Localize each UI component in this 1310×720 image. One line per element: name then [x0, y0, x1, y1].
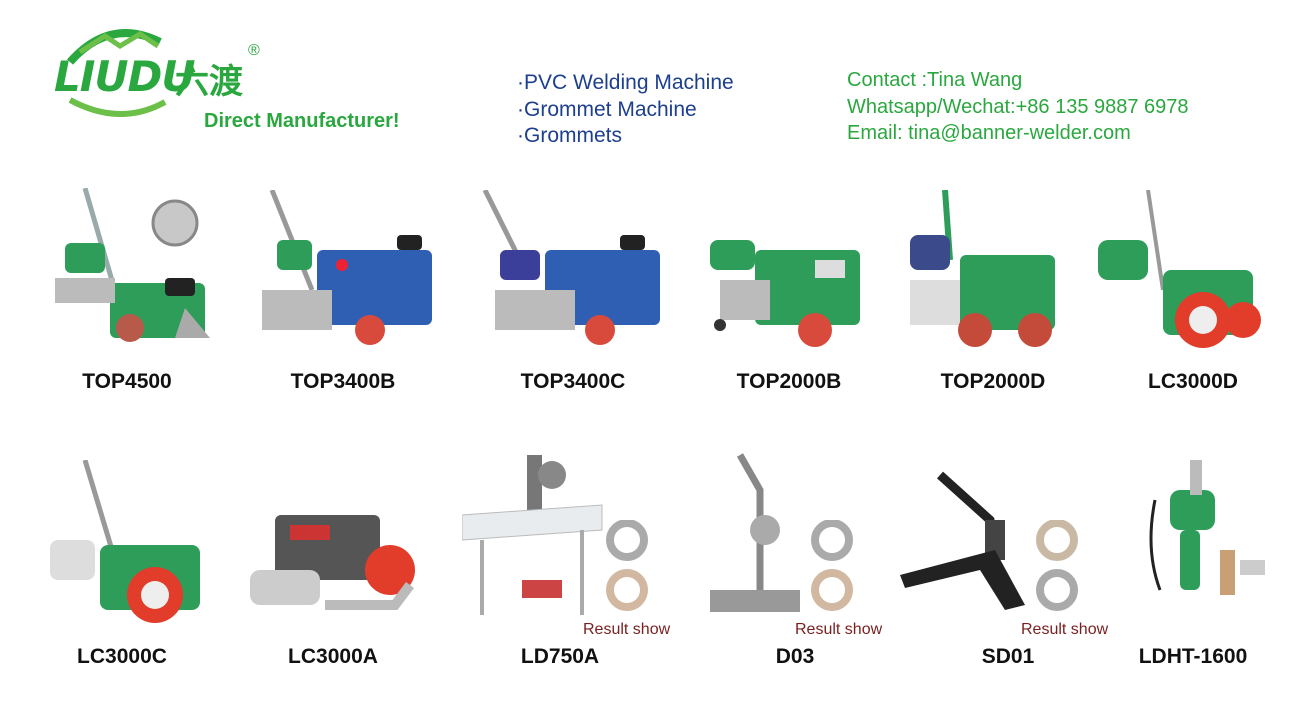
product-label-d03: D03: [775, 645, 815, 668]
top2000b-machine-image: [710, 240, 860, 347]
product-label-top3400c: TOP3400C: [520, 370, 626, 393]
grommets-image: [1036, 520, 1078, 611]
tagline: Direct Manufacturer!: [204, 110, 400, 132]
top2000d-machine-image: [910, 190, 1055, 347]
ldht-1600-gun-image: [1149, 460, 1265, 595]
grommets-image: [606, 520, 648, 611]
logo-arc-icon: [67, 29, 167, 117]
contact-name: Contact :Tina Wang: [847, 69, 1023, 91]
result-show-label: Result show: [1021, 621, 1109, 638]
lc3000c-machine-image: [50, 460, 200, 623]
top3400b-machine-image: [262, 190, 432, 345]
service-item: ·Grommet Machine: [517, 97, 697, 121]
logo-text: LIUDU: [54, 52, 195, 101]
logo-cn-text: 六渡: [175, 62, 243, 102]
brand-logo: LIUDU 六渡 ®: [40, 22, 300, 117]
result-show-label: Result show: [795, 621, 883, 638]
contact-block: Contact :Tina Wang Whatsapp/Wechat:+86 1…: [847, 67, 1189, 147]
product-label-ld750a: LD750A: [520, 645, 600, 668]
contact-email[interactable]: Email: tina@banner-welder.com: [847, 122, 1131, 144]
product-label-lc3000a: LC3000A: [288, 645, 378, 668]
sd01-machine-image: [900, 471, 1025, 610]
services-list: ·PVC Welding Machine ·Grommet Machine ·G…: [517, 70, 734, 150]
product-label-top2000b: TOP2000B: [736, 370, 842, 393]
lc3000a-machine-image: [250, 515, 415, 610]
top3400c-machine-image: [482, 190, 660, 345]
product-label-top2000d: TOP2000D: [940, 370, 1046, 393]
d03-machine-image: [710, 453, 800, 612]
grommets-image: [811, 520, 853, 611]
product-label-top4500: TOP4500: [82, 370, 172, 393]
product-label-lc3000c: LC3000C: [77, 645, 167, 668]
product-label-lc3000d: LC3000D: [1148, 370, 1238, 393]
registered-mark: ®: [248, 42, 260, 59]
ld750a-machine-image: [462, 455, 603, 615]
result-show-label: Result show: [583, 621, 671, 638]
lc3000d-machine-image: [1098, 190, 1261, 348]
contact-phone: Whatsapp/Wechat:+86 135 9887 6978: [847, 95, 1189, 118]
service-item: ·Grommets: [517, 124, 622, 147]
service-item: ·PVC Welding Machine: [517, 71, 734, 94]
product-label-sd01: SD01: [981, 645, 1035, 668]
top4500-machine-image: [55, 188, 210, 342]
product-label-top3400b: TOP3400B: [290, 370, 396, 393]
product-label-ldht-1600: LDHT-1600: [1138, 645, 1248, 668]
